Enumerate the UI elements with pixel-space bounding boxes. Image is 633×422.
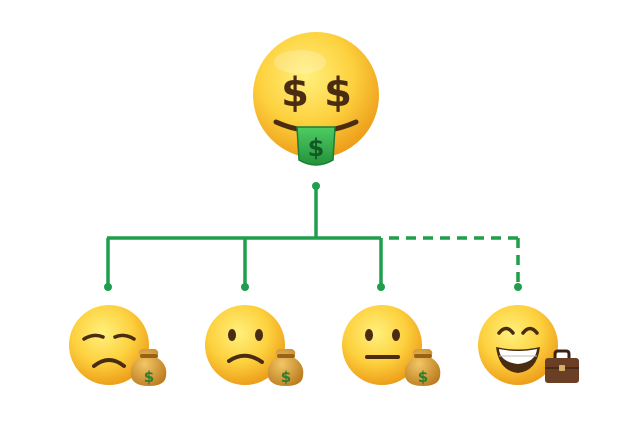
money-bag-icon: $ (404, 349, 441, 386)
dollar-tongue: $ (308, 134, 325, 162)
disappointed-face-icon (69, 305, 149, 385)
grinning-face-icon (478, 305, 558, 385)
connector-lines (104, 182, 522, 291)
svg-text:$: $ (281, 368, 291, 386)
dollar-eye-left: $ (281, 70, 309, 116)
neutral-face-icon (342, 305, 422, 385)
briefcase-icon (545, 349, 579, 383)
money-bag-icon: $ (267, 349, 304, 386)
money-bag-icon: $ (130, 349, 167, 386)
dollar-eye-right: $ (324, 70, 352, 116)
money-mouth-face-icon: $ $ $ (253, 32, 379, 166)
slightly-frowning-face-icon (205, 305, 285, 385)
svg-text:$: $ (144, 368, 154, 386)
money-tongue (296, 126, 336, 166)
svg-text:$: $ (418, 368, 428, 386)
